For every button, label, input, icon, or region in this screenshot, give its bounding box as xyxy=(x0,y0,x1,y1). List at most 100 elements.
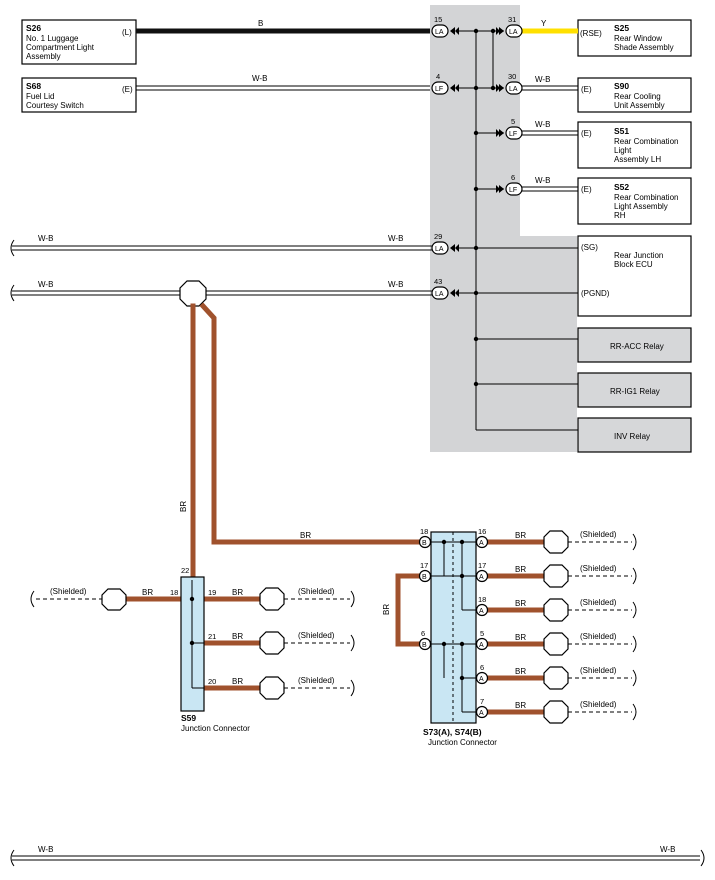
br-horizontal-label: BR xyxy=(300,531,311,540)
s73-br-a7-label: BR xyxy=(515,701,526,710)
relay-rr-ig1-label: RR-IG1 Relay xyxy=(610,387,660,396)
s73-b-pins: B B B xyxy=(418,535,432,651)
s59-name: Junction Connector xyxy=(181,724,250,733)
wire-wb-s51-label: W-B xyxy=(535,120,550,129)
svg-text:B: B xyxy=(422,540,427,547)
s26-code: S26 xyxy=(26,23,41,33)
s73-shield-a17 xyxy=(543,564,637,588)
s73-pin-b6: 6 xyxy=(421,629,425,638)
br-loop-label: BR xyxy=(382,604,391,615)
wire-wb-s52 xyxy=(522,186,578,192)
s52-code: S52 xyxy=(614,182,629,192)
s26-line1: No. 1 Luggage xyxy=(26,34,79,43)
s51-terminal: (E) xyxy=(581,129,592,138)
s73-br-a18-label: BR xyxy=(515,599,526,608)
wire-b-label: B xyxy=(258,19,263,28)
conn-la-30: LA xyxy=(496,81,523,95)
pin-31: 31 xyxy=(508,15,516,24)
svg-text:LA: LA xyxy=(435,246,444,253)
svg-text:A: A xyxy=(479,540,484,547)
wire-wb-bottom-label-left: W-B xyxy=(38,845,53,854)
s73-shielded-a5-label: (Shielded) xyxy=(580,632,617,641)
s73-shield-a6 xyxy=(543,666,637,690)
pin-30: 30 xyxy=(508,72,516,81)
s68-terminal: (E) xyxy=(122,85,133,94)
ecu-line1: Rear Junction xyxy=(614,251,663,260)
wire-wb-s68-label: W-B xyxy=(252,74,267,83)
s52-terminal: (E) xyxy=(581,185,592,194)
s59-shielded-21-label: (Shielded) xyxy=(298,631,335,640)
svg-text:A: A xyxy=(479,642,484,649)
s52-line3: RH xyxy=(614,211,626,220)
svg-text:B: B xyxy=(422,574,427,581)
s90-component: (E) S90 Rear Cooling Unit Assembly xyxy=(577,77,692,113)
pin-6: 6 xyxy=(511,173,515,182)
s26-terminal: (L) xyxy=(122,28,132,37)
s73-shielded-a16-label: (Shielded) xyxy=(580,530,617,539)
wire-wb-29 xyxy=(10,239,432,257)
relay-rr-ig1: RR-IG1 Relay xyxy=(577,372,692,408)
conn-la-31: LA xyxy=(496,24,523,38)
s59-code: S59 xyxy=(181,713,196,723)
s73-pin-a18: 18 xyxy=(478,595,486,604)
s25-terminal: (RSE) xyxy=(580,29,602,38)
s59-shielded-20-label: (Shielded) xyxy=(298,676,335,685)
svg-text:A: A xyxy=(479,710,484,717)
conn-la-15: LA xyxy=(431,24,459,38)
s25-component: (RSE) S25 Rear Window Shade Assembly xyxy=(577,19,692,57)
s52-line1: Rear Combination xyxy=(614,193,678,202)
s73-shielded-a18-label: (Shielded) xyxy=(580,598,617,607)
s73-a-pins: A A A A A A xyxy=(475,535,489,719)
svg-text:LA: LA xyxy=(509,29,518,36)
s90-code: S90 xyxy=(614,81,629,91)
pin-29: 29 xyxy=(434,232,442,241)
s73-s74-junction-connector: S73(A), S74(B) Junction Connector xyxy=(423,531,497,747)
s59-br-20-label: BR xyxy=(232,677,243,686)
s73-shield-a18 xyxy=(543,598,637,622)
wire-wb-43 xyxy=(10,284,432,302)
s51-line2: Light xyxy=(614,146,632,155)
wire-wb-s51 xyxy=(522,130,578,136)
s73-shielded-a7-label: (Shielded) xyxy=(580,700,617,709)
s73-pin-a17: 17 xyxy=(478,561,486,570)
wire-wb-29-label-right: W-B xyxy=(388,234,403,243)
pin-4: 4 xyxy=(436,72,440,81)
s51-line1: Rear Combination xyxy=(614,137,678,146)
internal-bus xyxy=(458,28,578,431)
s73-shield-a7 xyxy=(543,700,637,724)
svg-text:LA: LA xyxy=(435,29,444,36)
s59-br-19-label: BR xyxy=(232,588,243,597)
relay-rr-acc: RR-ACC Relay xyxy=(577,327,692,363)
svg-text:LA: LA xyxy=(509,86,518,93)
s73-br-a17-label: BR xyxy=(515,565,526,574)
svg-text:A: A xyxy=(479,574,484,581)
pin-5: 5 xyxy=(511,117,515,126)
wire-wb-43-label-right: W-B xyxy=(388,280,403,289)
s68-component: S68 Fuel Lid Courtesy Switch (E) xyxy=(21,77,137,113)
s73-shielded-a6-label: (Shielded) xyxy=(580,666,617,675)
s26-line3: Assembly xyxy=(26,52,61,61)
s59-shield-21 xyxy=(259,631,355,655)
s59-shield-19 xyxy=(259,587,355,611)
wire-wb-s90 xyxy=(522,85,578,91)
s25-line1: Rear Window xyxy=(614,34,662,43)
relay-inv-label: INV Relay xyxy=(614,432,650,441)
s59-pin-19: 19 xyxy=(208,588,216,597)
svg-text:A: A xyxy=(479,676,484,683)
s73-br-a6-label: BR xyxy=(515,667,526,676)
s73-name: Junction Connector xyxy=(428,738,497,747)
s59-pin-21: 21 xyxy=(208,632,216,641)
s73-pin-a6: 6 xyxy=(480,663,484,672)
ecu-sg-terminal: (SG) xyxy=(581,243,598,252)
s26-line2: Compartment Light xyxy=(26,43,95,52)
s68-line2: Courtesy Switch xyxy=(26,101,84,110)
s73-pin-b17: 17 xyxy=(420,561,428,570)
s90-line2: Unit Assembly xyxy=(614,101,665,110)
wire-wb-s52-label: W-B xyxy=(535,176,550,185)
wire-wb-s68 xyxy=(136,85,430,91)
relay-rr-acc-label: RR-ACC Relay xyxy=(610,342,664,351)
s51-code: S51 xyxy=(614,126,629,136)
svg-text:LF: LF xyxy=(435,86,443,93)
conn-lf-6: LF xyxy=(496,182,523,196)
